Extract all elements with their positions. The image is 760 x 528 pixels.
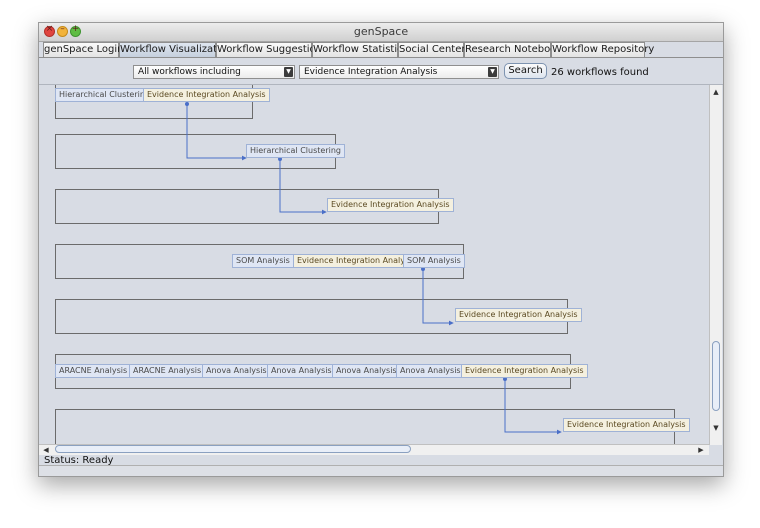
- close-icon: ×: [45, 24, 54, 34]
- edge-source-dot: [421, 267, 425, 271]
- status-bar: [39, 465, 723, 476]
- edge-connector: [422, 269, 454, 326]
- workflow-canvas[interactable]: Hierarchical Clustering Evidence Integra…: [39, 84, 723, 445]
- window-title: genSpace: [353, 25, 409, 38]
- workflow-node[interactable]: Evidence Integration Analysis: [327, 198, 454, 212]
- workflow-count: 26 workflows found: [551, 67, 649, 78]
- tab-workflow-statistics[interactable]: Workflow Statistics: [312, 42, 408, 57]
- workflow-node[interactable]: ARACNE Analysis: [55, 364, 132, 378]
- edge-source-dot: [503, 377, 507, 381]
- workflow-node[interactable]: Hierarchical Clustering: [55, 88, 154, 102]
- scroll-left-arrow-icon[interactable]: ◀: [43, 446, 49, 454]
- workflow-node[interactable]: Anova Analysis: [202, 364, 271, 378]
- workflow-node[interactable]: Evidence Integration Analysis: [293, 254, 420, 268]
- workflow-node[interactable]: Hierarchical Clustering: [246, 144, 345, 158]
- vertical-scrollbar[interactable]: ▲ ▼: [709, 85, 722, 445]
- tool-select[interactable]: Evidence Integration Analysis ▼: [299, 65, 499, 79]
- tool-value: Evidence Integration Analysis: [304, 67, 438, 77]
- vertical-scroll-thumb[interactable]: [712, 341, 720, 411]
- workflow-node[interactable]: Anova Analysis: [267, 364, 336, 378]
- dropdown-arrow-icon: ▼: [284, 67, 293, 77]
- dropdown-arrow-icon: ▼: [488, 67, 497, 77]
- horizontal-scroll-thumb[interactable]: [55, 445, 411, 453]
- tab-workflow-repository[interactable]: Workflow Repository: [551, 42, 655, 57]
- status-text: Status: Ready: [44, 455, 114, 466]
- filter-mode-value: All workflows including: [138, 67, 241, 77]
- edge-connector: [186, 104, 247, 161]
- title-bar[interactable]: × – + genSpace: [39, 23, 723, 42]
- scroll-down-arrow-icon[interactable]: ▼: [713, 424, 719, 432]
- workflow-node[interactable]: Evidence Integration Analysis: [143, 88, 270, 102]
- scroll-up-arrow-icon[interactable]: ▲: [713, 88, 719, 96]
- search-button[interactable]: Search: [504, 63, 547, 79]
- edge-connector: [504, 379, 562, 435]
- scroll-right-arrow-icon[interactable]: ▶: [698, 446, 704, 454]
- workflow-node[interactable]: Evidence Integration Analysis: [563, 418, 690, 432]
- workflow-node[interactable]: Anova Analysis: [396, 364, 465, 378]
- maximize-icon: +: [71, 24, 80, 34]
- tab-social-center[interactable]: Social Center: [398, 42, 466, 57]
- workflow-edges: [123, 102, 562, 435]
- edge-source-dot: [278, 157, 282, 161]
- tab-research-notebook[interactable]: Research Notebook: [464, 42, 563, 57]
- workflow-node[interactable]: ARACNE Analysis: [129, 364, 206, 378]
- workflow-node[interactable]: SOM Analysis: [403, 254, 465, 268]
- tab-gensapce-login[interactable]: genSpace Login: [43, 42, 124, 57]
- tab-workflow-visualization[interactable]: Workflow Visualization: [119, 42, 233, 57]
- workflow-node[interactable]: SOM Analysis: [232, 254, 294, 268]
- minimize-icon: –: [60, 24, 65, 34]
- horizontal-scrollbar[interactable]: ◀ ▶: [39, 444, 709, 455]
- edge-source-dot: [185, 102, 189, 106]
- workflow-node[interactable]: Anova Analysis: [332, 364, 401, 378]
- tab-workflow-suggestions[interactable]: Workflow Suggestions: [216, 42, 328, 57]
- workflow-node[interactable]: Evidence Integration Analysis: [461, 364, 588, 378]
- toolbar: All workflows including ▼ Evidence Integ…: [39, 58, 723, 84]
- minimize-window-button[interactable]: –: [57, 24, 68, 37]
- workflow-node[interactable]: Evidence Integration Analysis: [455, 308, 582, 322]
- app-window: × – + genSpace genSpace Login Workflow V…: [38, 22, 724, 477]
- filter-mode-select[interactable]: All workflows including ▼: [133, 65, 295, 79]
- edge-connector: [279, 159, 327, 215]
- workflow-row: [55, 244, 464, 279]
- close-window-button[interactable]: ×: [44, 24, 55, 37]
- maximize-window-button[interactable]: +: [70, 24, 81, 37]
- tab-divider: [39, 57, 723, 58]
